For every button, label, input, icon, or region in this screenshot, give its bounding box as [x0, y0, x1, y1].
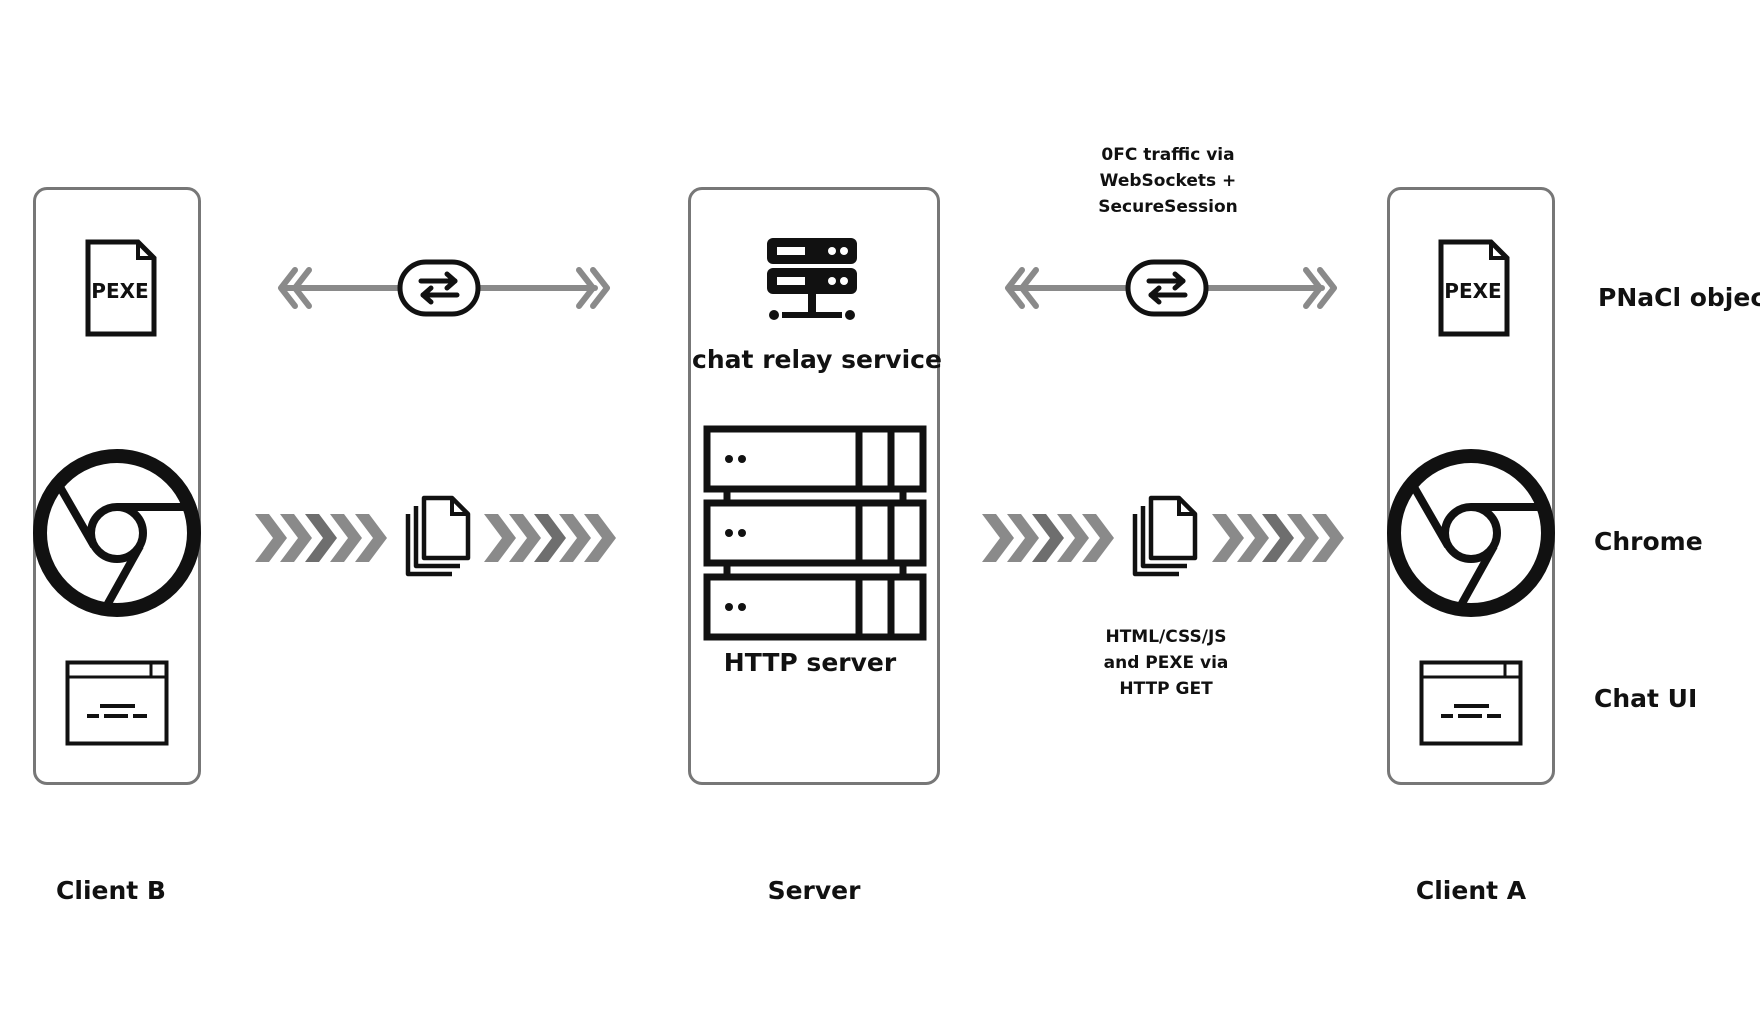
- pexe-file-label: PEXE: [1444, 279, 1501, 303]
- http-note-line-2: and PEXE via: [1103, 653, 1229, 673]
- chevron-arrow: [1262, 514, 1294, 562]
- chat-window-icon: [1419, 660, 1523, 746]
- chevron-arrow: [1212, 514, 1244, 562]
- chevron-arrow: [509, 514, 541, 562]
- websocket-note-line-3: SecureSession: [1098, 197, 1238, 217]
- chevron-arrow: [534, 514, 566, 562]
- server-rack-icon: [703, 425, 927, 643]
- http-traffic-note: HTML/CSS/JS and PEXE via HTTP GET: [1104, 624, 1229, 702]
- chevron-arrow: [255, 514, 287, 562]
- client-b-label: Client B: [56, 876, 166, 905]
- chevron-arrow: [982, 514, 1014, 562]
- chevron-arrow: [1237, 514, 1269, 562]
- chevron-arrow: [559, 514, 591, 562]
- chevron-arrow: [330, 514, 362, 562]
- chevron-arrow: [484, 514, 516, 562]
- chevron-arrow: [305, 514, 337, 562]
- chevron-arrow: [1287, 514, 1319, 562]
- legend-chrome: Chrome: [1594, 527, 1703, 556]
- exchange-icon: [1125, 259, 1209, 317]
- chrome-icon: [33, 449, 201, 617]
- legend-chat-ui: Chat UI: [1594, 684, 1698, 713]
- server-label: Server: [767, 876, 861, 905]
- chevron-arrow: [280, 514, 312, 562]
- chevron-arrow: [355, 514, 387, 562]
- document-stack-icon: [404, 494, 472, 578]
- server-network-icon: [764, 235, 860, 331]
- chevron-flow-left-a: [255, 510, 395, 566]
- chat-window-icon: [65, 660, 169, 746]
- pexe-file-icon: PEXE: [84, 238, 158, 338]
- chevron-arrow: [1032, 514, 1064, 562]
- chevron-arrow: [1082, 514, 1114, 562]
- http-server-label: HTTP server: [723, 648, 897, 677]
- chevron-flow-right-b: [1212, 510, 1352, 566]
- chevron-arrow: [1007, 514, 1039, 562]
- pexe-file-label: PEXE: [91, 279, 148, 303]
- client-a-label: Client A: [1415, 876, 1527, 905]
- chat-relay-service-label: chat relay service: [692, 345, 942, 374]
- websocket-traffic-note: 0FC traffic via WebSockets + SecureSessi…: [1098, 142, 1238, 220]
- http-note-line-3: HTTP GET: [1119, 679, 1213, 699]
- chevron-flow-left-b: [484, 510, 624, 566]
- chrome-icon: [1387, 449, 1555, 617]
- bidirectional-connection-right: [1002, 258, 1342, 318]
- legend-pnacl-object: PNaCl object: [1598, 283, 1760, 312]
- exchange-icon: [397, 259, 481, 317]
- websocket-note-line-2: WebSockets +: [1099, 171, 1237, 191]
- websocket-note-line-1: 0FC traffic via: [1101, 145, 1235, 165]
- document-stack-icon: [1131, 494, 1199, 578]
- bidirectional-connection-left: [275, 258, 615, 318]
- chevron-arrow: [1057, 514, 1089, 562]
- chevron-arrow: [584, 514, 616, 562]
- chevron-arrow: [1312, 514, 1344, 562]
- http-note-line-1: HTML/CSS/JS: [1105, 627, 1227, 647]
- chevron-flow-right-a: [982, 510, 1122, 566]
- pexe-file-icon: PEXE: [1437, 238, 1511, 338]
